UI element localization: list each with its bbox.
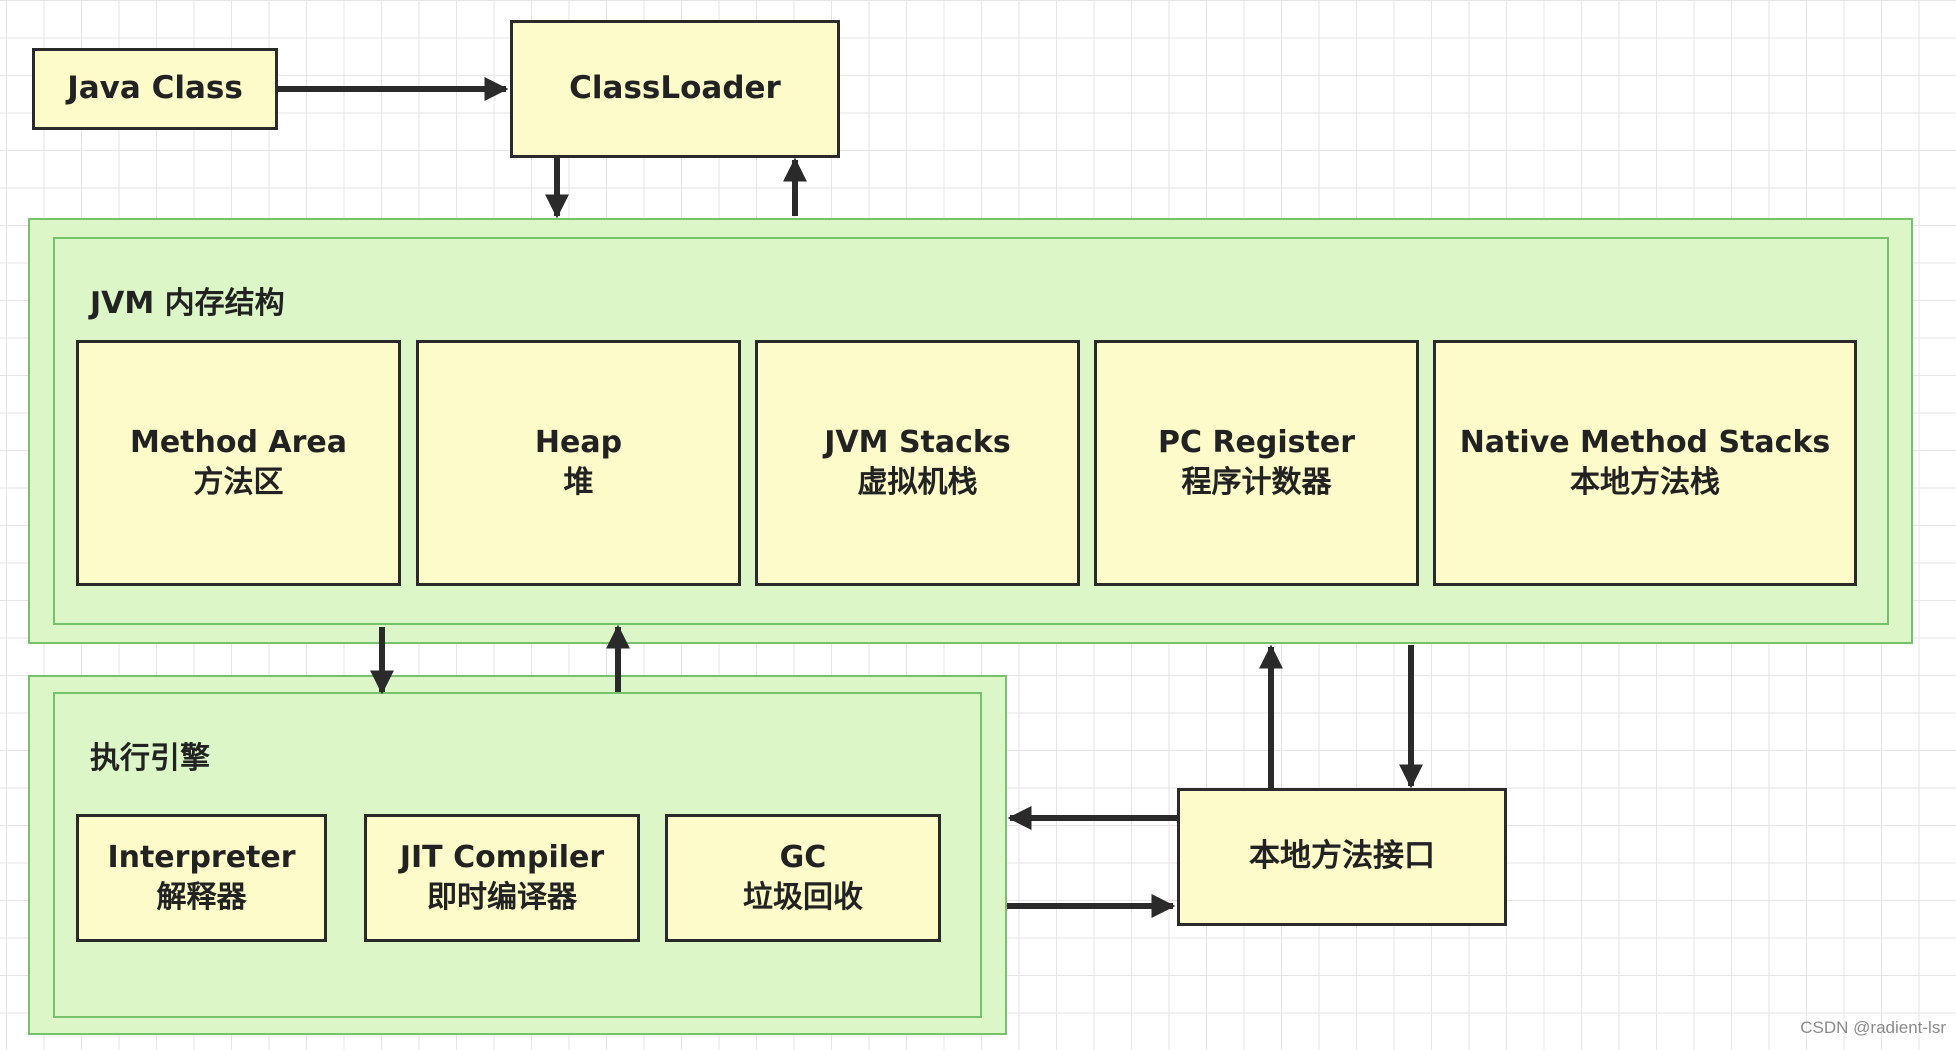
heap-zh: 堆 [563,465,594,500]
method-area-box: Method Area 方法区 [76,340,401,586]
native-method-stacks-en: Native Method Stacks [1459,424,1831,460]
interpreter-box: Interpreter 解释器 [76,814,327,942]
jvm-memory-title: JVM 内存结构 [90,286,285,321]
java-class-box: Java Class [32,48,278,130]
native-method-stacks-zh: 本地方法栈 [1570,465,1720,500]
pc-register-box: PC Register 程序计数器 [1094,340,1419,586]
heap-en: Heap [534,424,623,460]
jvm-memory-inner-frame [53,237,1889,625]
java-class-label: Java Class [67,70,243,107]
method-area-en: Method Area [129,424,348,460]
gc-en: GC [779,839,827,875]
gc-zh: 垃圾回收 [743,880,863,915]
pc-register-en: PC Register [1158,424,1355,460]
gc-box: GC 垃圾回收 [665,814,941,942]
classloader-label: ClassLoader [569,70,781,107]
jvm-stacks-en: JVM Stacks [824,424,1011,460]
native-interface-label: 本地方法接口 [1249,838,1435,875]
jit-compiler-box: JIT Compiler 即时编译器 [364,814,640,942]
heap-box: Heap 堆 [416,340,741,586]
interpreter-en: Interpreter [107,839,296,875]
jvm-stacks-box: JVM Stacks 虚拟机栈 [755,340,1080,586]
execution-engine-title: 执行引擎 [90,741,210,776]
watermark: CSDN @radient-lsr [1800,1018,1946,1037]
jvm-stacks-zh: 虚拟机栈 [857,465,978,500]
method-area-zh: 方法区 [193,465,284,500]
native-interface-box: 本地方法接口 [1177,788,1507,926]
native-method-stacks-box: Native Method Stacks 本地方法栈 [1433,340,1857,586]
pc-register-zh: 程序计数器 [1181,465,1332,500]
interpreter-zh: 解释器 [156,880,247,915]
jit-compiler-en: JIT Compiler [399,839,605,875]
execution-engine-inner-frame [53,692,982,1018]
classloader-box: ClassLoader [510,20,840,158]
jit-compiler-zh: 即时编译器 [427,880,577,915]
